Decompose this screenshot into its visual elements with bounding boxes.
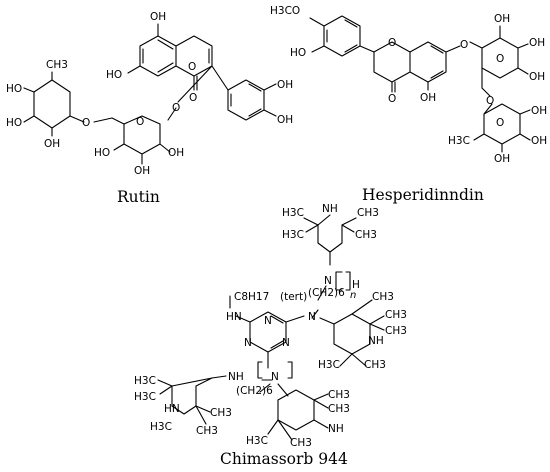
- chimassorb-ch3-bottom1: CH3: [328, 389, 350, 401]
- hesperidin-glucose-o: O: [496, 53, 504, 65]
- chimassorb-ch3-left1: CH3: [210, 407, 232, 419]
- chimassorb-h-end: H: [352, 279, 360, 291]
- chimassorb-ch3-right-top: CH3: [372, 291, 394, 303]
- rutin-glycoside-o: O: [172, 102, 180, 114]
- hesperidin-c-ring: [373, 41, 411, 93]
- chimassorb-bracket-lower: [257, 361, 263, 379]
- hesperidin-oh-glc1: OH: [494, 13, 510, 25]
- chimassorb-hn-left: HN: [164, 403, 180, 415]
- chimassorb-bottom-piperidine: [267, 383, 329, 441]
- chimassorb-ch3-right1: CH3: [385, 309, 407, 321]
- chimassorb-ch3-right2: CH3: [385, 325, 407, 337]
- hesperidin-rhamnose-o: O: [496, 117, 504, 129]
- chimassorb-h3c-left3: H3C: [150, 421, 172, 433]
- chimassorb-ch2-upper: (CH2)6: [308, 287, 345, 299]
- chimassorb-c8h17: C8H17: [234, 291, 269, 303]
- chimassorb-bracket-n-close: [345, 271, 351, 291]
- rutin-oh-glc2: OH: [134, 165, 150, 177]
- chimassorb-n-index: n: [350, 290, 356, 301]
- rutin-oh-b2: OH: [277, 114, 293, 126]
- chimassorb-h3c-top-left: H3C: [282, 207, 304, 219]
- hesperidin-ho-b: HO: [290, 47, 306, 59]
- chimassorb-tert: (tert): [280, 291, 307, 303]
- chimassorb-h3c-bottom: H3C: [246, 435, 268, 447]
- rutin-methyl: CH3: [46, 59, 68, 71]
- hesperidin-rhamnose-ring: [473, 103, 531, 153]
- hesperidin-structure: H3CO HO O O OH O OH OH OH O O O OH OH OH…: [270, 5, 547, 165]
- hesperidin-a-ring: [409, 41, 461, 91]
- hesperidin-oh-a: OH: [420, 92, 436, 104]
- chimassorb-hn-alkyl: HN: [226, 311, 242, 323]
- chimassorb-n-right: N: [308, 311, 316, 323]
- hesperidin-oh-rha2: OH: [531, 135, 547, 147]
- hesperidin-carbonyl-o: O: [388, 93, 396, 105]
- chimassorb-h3c-left2: H3C: [134, 391, 156, 403]
- chimassorb-triazine-n3: N: [282, 337, 290, 349]
- rutin-oh-glc1: OH: [168, 147, 184, 159]
- rutin-ring-o: O: [188, 61, 196, 73]
- rutin-ho-rha2: HO: [6, 117, 22, 129]
- chimassorb-triazine-n2: N: [244, 337, 252, 349]
- hesperidin-oh-rha3: OH: [494, 153, 510, 165]
- rutin-rhamnose-ring: [23, 71, 85, 137]
- rutin-oh-top: OH: [150, 11, 166, 23]
- caption-chimassorb: Chimassorb 944: [220, 450, 348, 468]
- rutin-oh-b1: OH: [277, 79, 293, 91]
- chimassorb-structure: NH H3C CH3 H3C CH3 N H n (CH2)6 C8H17 (t…: [134, 203, 407, 449]
- hesperidin-oh-glc3: OH: [529, 71, 545, 83]
- hesperidin-glucose-ring: [469, 25, 529, 97]
- rutin-c-ring: [175, 35, 213, 91]
- rutin-structure: OH HO O O O OH OH O OH OH HO O CH3 HO HO…: [6, 11, 293, 177]
- chimassorb-triazine-ring: [235, 311, 305, 369]
- rutin-ho-left: HO: [106, 69, 122, 81]
- chimassorb-ch3-left2: CH3: [196, 425, 218, 437]
- chimassorb-bracket-lower-close: [287, 361, 293, 379]
- chimassorb-h3c-top-left2: H3C: [282, 229, 304, 241]
- chimassorb-h3c-right-bottom: H3C: [318, 359, 340, 371]
- chimassorb-ch2-lower: (CH2)6: [236, 385, 273, 397]
- hesperidin-oh-rha1: OH: [531, 105, 547, 117]
- chimassorb-left-piperidine: [157, 375, 227, 425]
- chimassorb-ch3-bottom3: CH3: [290, 437, 312, 449]
- chimassorb-ch3-right-bottom: CH3: [364, 359, 386, 371]
- hesperidin-b-ring: [309, 15, 375, 57]
- hesperidin-ring-o: O: [388, 37, 396, 49]
- chimassorb-ch3-top-right2: CH3: [355, 229, 377, 241]
- rutin-linker-o: O: [82, 117, 90, 129]
- rutin-ho-glc: HO: [94, 147, 110, 159]
- chimassorb-triazine-n1: N: [264, 315, 272, 327]
- chimassorb-right-piperidine: [319, 299, 385, 367]
- hesperidin-methoxy: H3CO: [270, 5, 300, 17]
- rutin-oh-rha: OH: [44, 138, 60, 150]
- rutin-ho-rha1: HO: [6, 83, 22, 95]
- chimassorb-nh-left: NH: [228, 371, 244, 383]
- rutin-glucose-ring: [93, 107, 177, 165]
- rutin-a-ring: [139, 35, 177, 77]
- chimassorb-h3c-left1: H3C: [134, 375, 156, 387]
- chimassorb-n-chain: N: [324, 275, 332, 287]
- chimassorb-top-piperidine: [303, 214, 357, 266]
- rutin-b-ring: [211, 65, 277, 121]
- hesperidin-glycoside-o: O: [460, 39, 468, 51]
- caption-rutin: Rutin: [117, 188, 160, 206]
- rutin-glucose-o: O: [136, 116, 144, 128]
- chimassorb-ch3-bottom2: CH3: [328, 403, 350, 415]
- hesperidin-methyl: H3C: [448, 135, 470, 147]
- rutin-carbonyl-o: O: [189, 92, 197, 104]
- chimassorb-nh-bottom: NH: [328, 423, 344, 435]
- chimassorb-bracket-n: [335, 271, 343, 291]
- chimassorb-ch3-top-right: CH3: [357, 207, 379, 219]
- hesperidin-linker-o: O: [486, 95, 494, 107]
- chimassorb-nh-right: NH: [368, 335, 384, 347]
- caption-hesperidin: Hesperidinndin: [362, 186, 484, 204]
- hesperidin-oh-glc2: OH: [529, 37, 545, 49]
- chimassorb-n-lower: N: [271, 371, 279, 383]
- chimassorb-nh-top: NH: [322, 203, 338, 215]
